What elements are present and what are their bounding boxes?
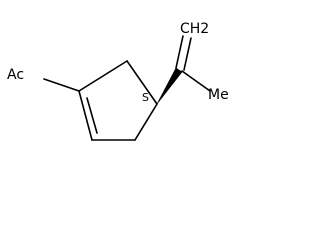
bond-c-ch2-double-a (175, 35, 184, 69)
stereo-descriptor-label: S (142, 91, 149, 104)
bond-c1-c2-double-inner (86, 97, 98, 134)
stereo-wedge-bond (156, 67, 183, 105)
chemical-structure: Ac CH2 Me S (7, 21, 229, 141)
bond-c5-c4 (126, 60, 158, 105)
bond-c-me (181, 70, 211, 92)
acetyl-label: Ac (7, 67, 24, 83)
bond-c1-c5 (78, 60, 128, 92)
bond-ac-c1 (43, 78, 80, 92)
bond-c2-c1 (78, 90, 93, 141)
bond-c-ch2-double-b (183, 37, 192, 71)
bond-c4-c3 (134, 103, 158, 141)
methyl-label: Me (208, 87, 229, 103)
methylene-label: CH2 (180, 21, 209, 37)
